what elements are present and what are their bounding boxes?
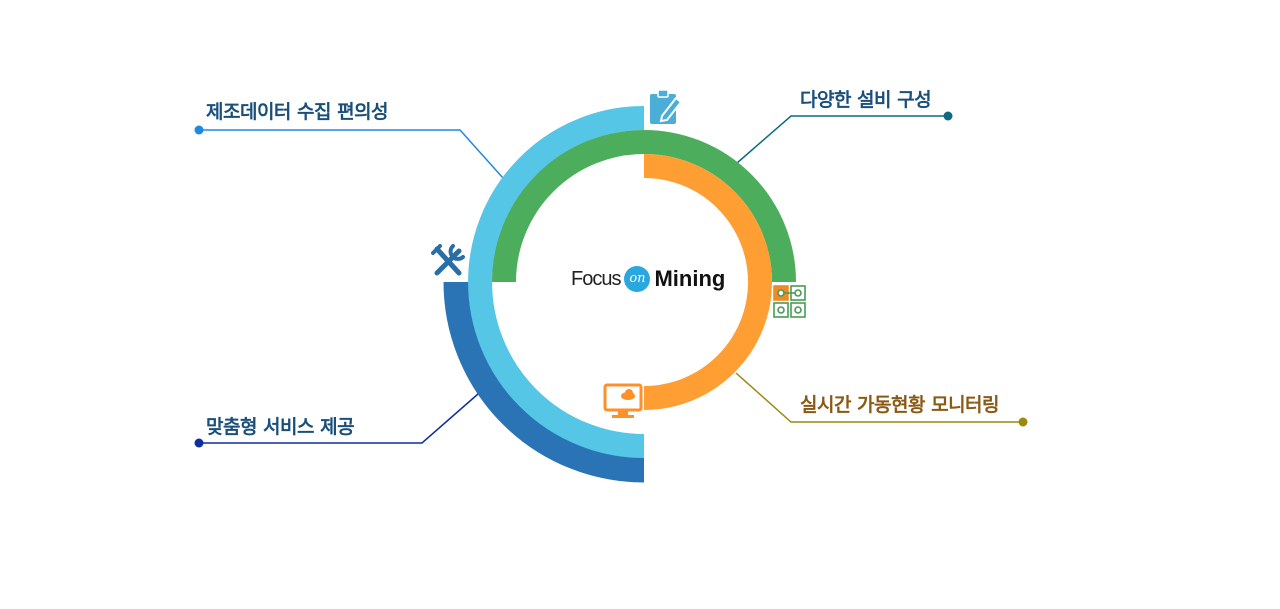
arc-dark-blue <box>443 281 645 483</box>
logo-mining: Mining <box>654 266 726 291</box>
monitor-cloud-icon <box>603 383 643 418</box>
leader-dot-bottom-left <box>194 438 204 448</box>
label-realtime-monitoring: 실시간 가동현황 모니터링 <box>800 394 1000 416</box>
arc-light-blue <box>468 106 645 458</box>
leader-line-top-left <box>199 129 504 179</box>
label-data-collection: 제조데이터 수집 편의성 <box>206 101 389 123</box>
label-custom-service: 맞춤형 서비스 제공 <box>206 416 355 438</box>
arc-green <box>492 130 796 283</box>
leader-dot-top-right <box>943 111 953 121</box>
logo-on-badge: on <box>624 266 651 292</box>
leader-line-top-right <box>736 115 948 164</box>
leader-dot-bottom-right <box>1018 417 1028 427</box>
focus-on-mining-logo: Focus on Mining <box>571 266 725 292</box>
network-nodes-icon <box>773 285 806 318</box>
leader-line-bottom-left <box>199 393 479 444</box>
clipboard-edit-icon <box>650 89 683 124</box>
leader-line-bottom-right <box>735 372 1023 423</box>
arc-orange <box>643 154 772 410</box>
tools-icon <box>431 244 465 276</box>
label-equipment-config: 다양한 설비 구성 <box>800 89 932 111</box>
leader-dot-top-left <box>194 125 204 135</box>
logo-focus: Focus <box>571 267 621 290</box>
